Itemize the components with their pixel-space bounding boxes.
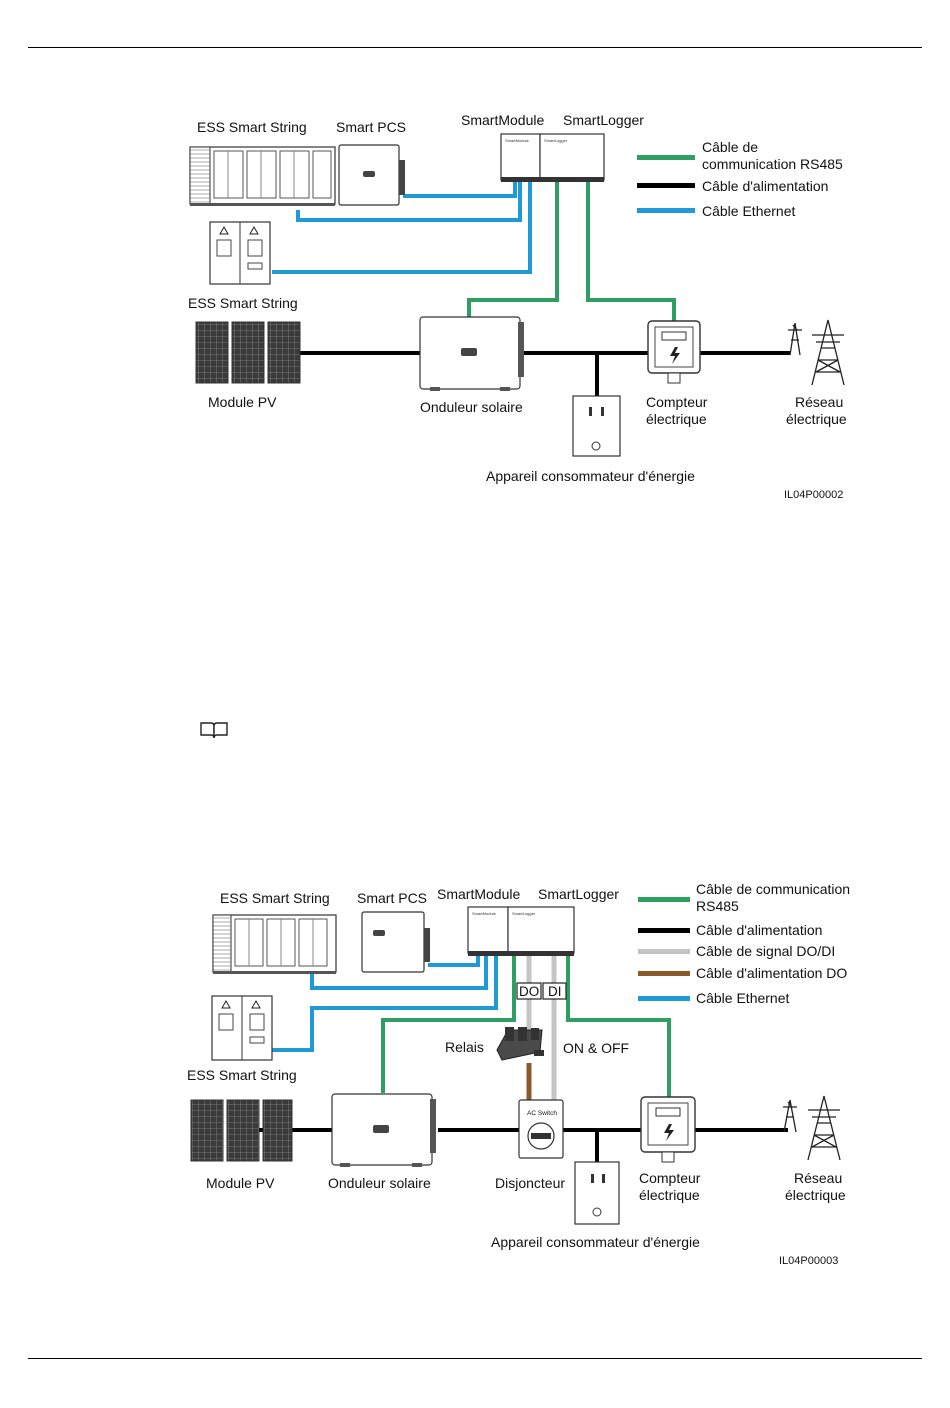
fig2-di-label: DI: [548, 984, 562, 999]
fig1-label-onduleur: Onduleur solaire: [420, 399, 523, 415]
fig1-label-appareil: Appareil consommateur d'énergie: [486, 468, 695, 484]
fig2-legend-power-swatch: [638, 928, 690, 933]
fig1-smartmodule-device: SmartModule: [500, 133, 541, 182]
fig1-legend-power: Câble d'alimentation: [702, 178, 828, 194]
fig2-smart-pcs: [361, 911, 430, 973]
fig1-ess-cabinet: [209, 221, 271, 285]
power-outlet-icon: [574, 1161, 620, 1225]
fig1-label-reseau-2: électrique: [786, 411, 847, 427]
fig1-rs485-meter: [586, 182, 676, 322]
fig2-legend-signal: Câble de signal DO/DI: [696, 943, 835, 959]
figure-2: SmartModule SmartLogger DO DI: [187, 881, 850, 1267]
fig2-label-appareil: Appareil consommateur d'énergie: [491, 1234, 700, 1250]
fig2-legend-signal-swatch: [638, 949, 690, 954]
fig2-do-box: DO: [516, 982, 542, 1000]
fig1-label-compteur-2: électrique: [646, 411, 707, 427]
fig2-figure-code: IL04P00003: [779, 1255, 838, 1267]
fig1-label-smart-pcs: Smart PCS: [336, 119, 406, 135]
fig1-legend-power-swatch: [637, 183, 695, 188]
fig1-legend-rs485-1: Câble de: [702, 139, 758, 155]
fig2-smartlogger-device: SmartLogger: [507, 906, 575, 956]
fig2-label-smartmodule: SmartModule: [437, 886, 520, 902]
fig1-legend: Câble de communication RS485 Câble d'ali…: [637, 139, 843, 219]
fig2-label-module-pv: Module PV: [206, 1175, 275, 1191]
fig2-di-box: DI: [542, 982, 567, 1000]
fig1-smart-pcs: [338, 144, 405, 206]
footer-rule: [28, 1358, 922, 1359]
power-outlet-icon: [572, 395, 621, 457]
fig2-label-compteur-2: électrique: [639, 1187, 700, 1203]
fig2-label-ess-top: ESS Smart String: [220, 890, 330, 906]
fig1-ethernet-pcs: [403, 180, 517, 198]
fig1-label-smartmodule: SmartModule: [461, 112, 544, 128]
transmission-tower-icon: [783, 1095, 841, 1161]
fig2-do-label: DO: [519, 984, 539, 999]
fig2-ac-switch: AC Switch: [518, 1099, 564, 1159]
fig2-legend-do-power-swatch: [638, 971, 690, 976]
fig1-ess-container: [189, 146, 336, 206]
fig2-label-reseau-1: Réseau: [794, 1170, 842, 1186]
transmission-tower-icon: [788, 319, 845, 386]
fig1-label-ess-top: ESS Smart String: [197, 119, 307, 135]
fig2-legend-do-power: Câble d'alimentation DO: [696, 965, 847, 981]
fig2-ess-cabinet: [211, 995, 273, 1061]
fig2-label-on-off: ON & OFF: [563, 1040, 629, 1056]
energy-meter-icon: [640, 1096, 696, 1163]
fig2-rs485-meter: [566, 956, 671, 1098]
fig1-rs485-inverter: [467, 182, 559, 318]
fig2-rs485-inverter: [381, 956, 516, 1093]
fig2-inverter: [331, 1093, 436, 1167]
fig2-legend: Câble de communication RS485 Câble d'ali…: [638, 881, 850, 1006]
book-note-icon: [200, 722, 228, 739]
fig2-relay: [496, 1027, 544, 1061]
solar-panel-icon: [190, 1099, 293, 1162]
fig2-label-disjoncteur: Disjoncteur: [495, 1175, 565, 1191]
fig2-label-relais: Relais: [445, 1039, 484, 1055]
fig2-legend-ethernet: Câble Ethernet: [696, 990, 790, 1006]
fig1-label-reseau-1: Réseau: [795, 394, 843, 410]
fig2-smartmodule-device: SmartModule: [467, 906, 509, 956]
fig1-smartlogger-plate: SmartLogger: [544, 138, 568, 143]
fig2-label-reseau-2: électrique: [785, 1187, 846, 1203]
fig2-label-onduleur: Onduleur solaire: [328, 1175, 431, 1191]
fig1-smartlogger-device: SmartLogger: [539, 133, 605, 182]
fig1-inverter: [419, 316, 524, 391]
fig1-legend-ethernet: Câble Ethernet: [702, 203, 796, 219]
fig1-smartmodule-plate: SmartModule: [505, 138, 530, 143]
fig2-ac-switch-label: AC Switch: [527, 1110, 557, 1117]
fig2-ethernet-pcs: [428, 954, 480, 967]
fig2-smartmodule-plate: SmartModule: [472, 911, 497, 916]
fig1-label-compteur-1: Compteur: [646, 394, 708, 410]
fig2-label-smartlogger: SmartLogger: [538, 886, 619, 902]
energy-meter-icon: [647, 320, 701, 384]
fig2-ethernet-ess-bottom: [272, 954, 498, 1052]
fig1-legend-rs485-swatch: [637, 155, 695, 160]
fig2-label-ess-bottom: ESS Smart String: [187, 1067, 297, 1083]
fig1-cables: [272, 180, 790, 396]
fig2-ess-container: [212, 914, 337, 974]
header-rule: [28, 47, 922, 48]
fig1-ethernet-ess-top: [296, 180, 522, 222]
fig2-smartlogger-plate: SmartLogger: [512, 911, 536, 916]
figure-1: SmartModule SmartLogger: [188, 112, 847, 501]
solar-panel-icon: [195, 321, 301, 384]
fig1-label-smartlogger: SmartLogger: [563, 112, 644, 128]
fig1-label-module-pv: Module PV: [208, 394, 277, 410]
fig1-ethernet-ess-bottom: [272, 180, 532, 274]
fig1-legend-rs485-2: communication RS485: [702, 156, 843, 172]
fig2-legend-power: Câble d'alimentation: [696, 922, 822, 938]
fig2-legend-rs485-swatch: [638, 897, 690, 902]
fig1-legend-ethernet-swatch: [637, 208, 695, 213]
fig1-figure-code: IL04P00002: [784, 489, 843, 501]
fig2-legend-rs485-1: Câble de communication: [696, 881, 850, 897]
fig2-legend-rs485-2: RS485: [696, 898, 739, 914]
fig2-legend-ethernet-swatch: [638, 996, 690, 1001]
fig2-label-smart-pcs: Smart PCS: [357, 890, 427, 906]
fig1-label-ess-bottom: ESS Smart String: [188, 295, 298, 311]
fig2-label-compteur-1: Compteur: [639, 1170, 701, 1186]
fig2-ethernet-ess-top: [310, 954, 488, 990]
